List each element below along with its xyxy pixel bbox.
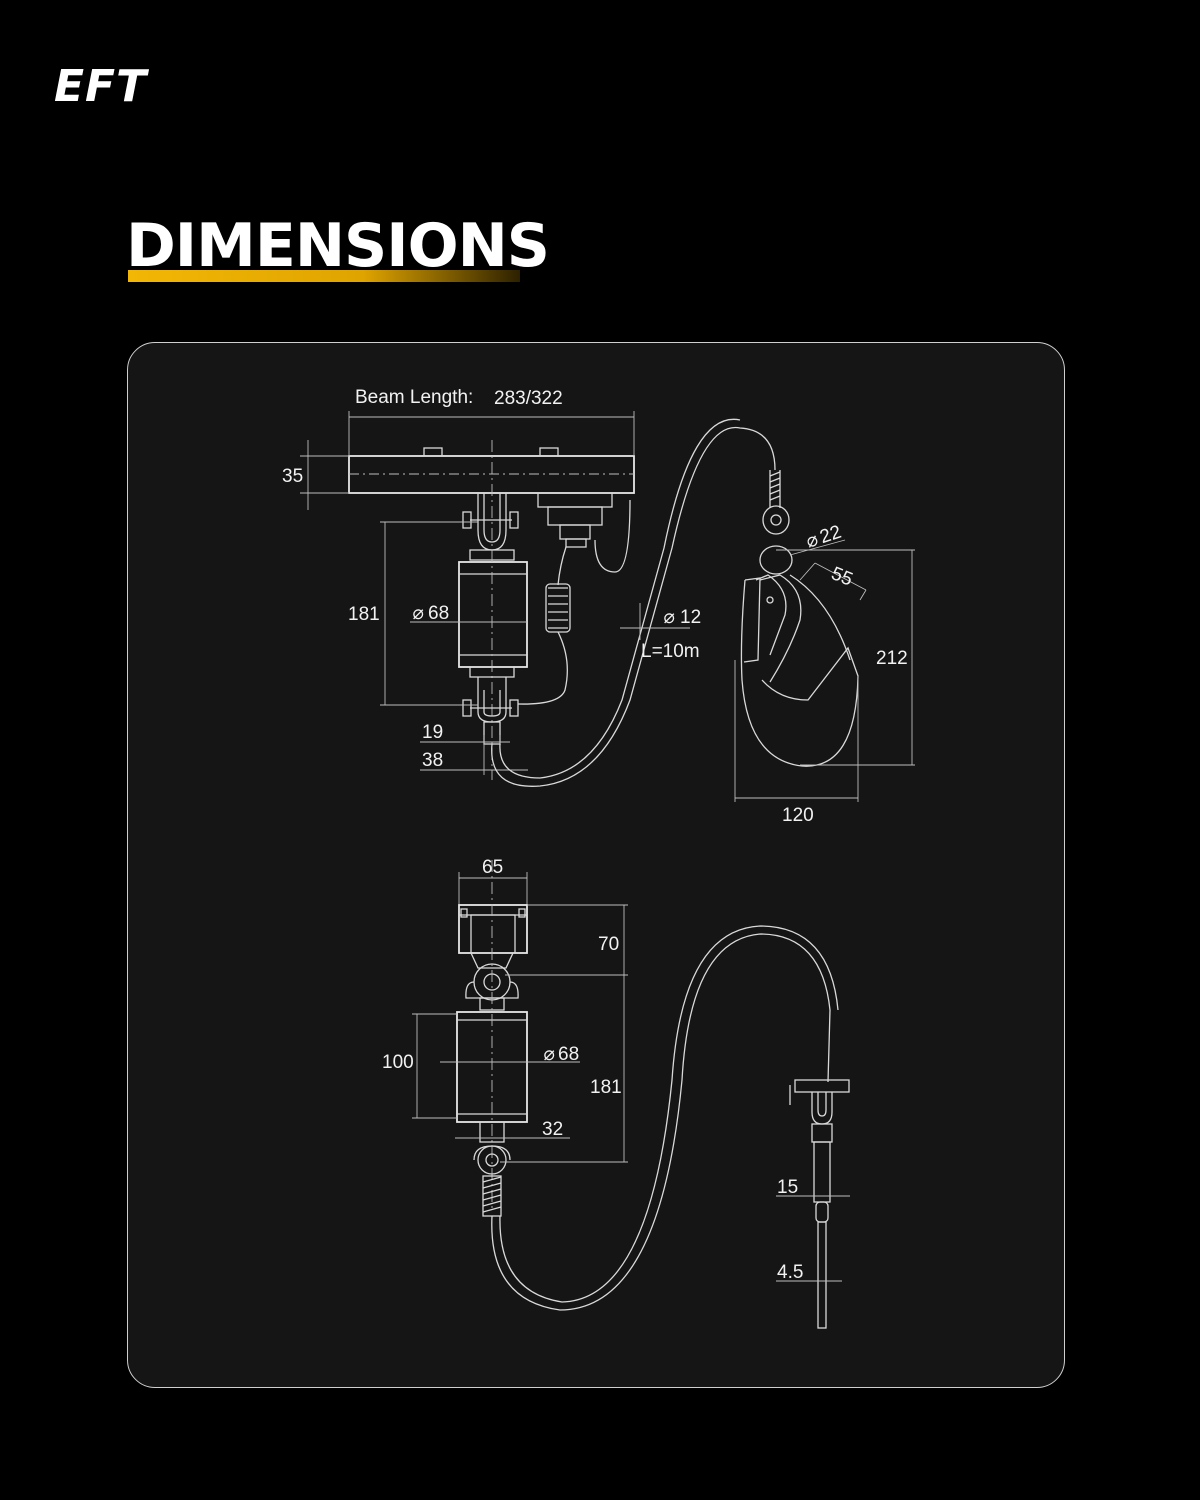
top-body-diameter-dim: 68 xyxy=(428,603,449,624)
beam-height-dim: 35 xyxy=(282,466,303,487)
top-body-cylinder xyxy=(458,561,528,668)
strap-thickness-dim: 4.5 xyxy=(777,1262,803,1283)
top-height-dim: 70 xyxy=(598,934,619,955)
dim-38: 38 xyxy=(422,750,443,771)
top-assembly xyxy=(300,411,915,802)
beam-length-label: Beam Length: xyxy=(355,387,473,408)
bottom-body-diameter-dim: 68 xyxy=(558,1044,579,1065)
hook-gate-dim: 55 xyxy=(828,563,855,590)
cable-diameter-dim: 12 xyxy=(680,607,701,628)
bottom-top-box xyxy=(458,904,528,954)
bottom-body-height-dim: 100 xyxy=(382,1052,414,1073)
beam xyxy=(348,455,635,494)
top-body-height-dim: 181 xyxy=(348,604,380,625)
top-width-dim: 65 xyxy=(482,857,503,878)
bottom-assembly xyxy=(412,860,850,1329)
hook-width-dim: 120 xyxy=(782,805,814,826)
bottom-diameter-symbol: ⌀ xyxy=(543,1044,555,1065)
hook-ring-diameter-dim: 22 xyxy=(817,522,844,549)
dim-32: 32 xyxy=(542,1119,563,1140)
brand-logo: EFT xyxy=(54,62,154,112)
cable-diameter-symbol: ⌀ xyxy=(663,607,675,628)
drawing-panel xyxy=(127,342,1065,1388)
logo-text: EFT xyxy=(54,61,148,112)
page-title: DIMENSIONS xyxy=(126,211,550,281)
strap-width-dim: 15 xyxy=(777,1177,798,1198)
top-diameter-symbol: ⌀ xyxy=(412,603,424,624)
cable-length-dim: L=10m xyxy=(641,641,700,662)
dim-19: 19 xyxy=(422,722,443,743)
total-height-dim: 181 xyxy=(590,1077,622,1098)
beam-length-value: 283/322 xyxy=(494,388,563,409)
title-underline xyxy=(128,270,520,282)
hook-height-dim: 212 xyxy=(876,648,908,669)
